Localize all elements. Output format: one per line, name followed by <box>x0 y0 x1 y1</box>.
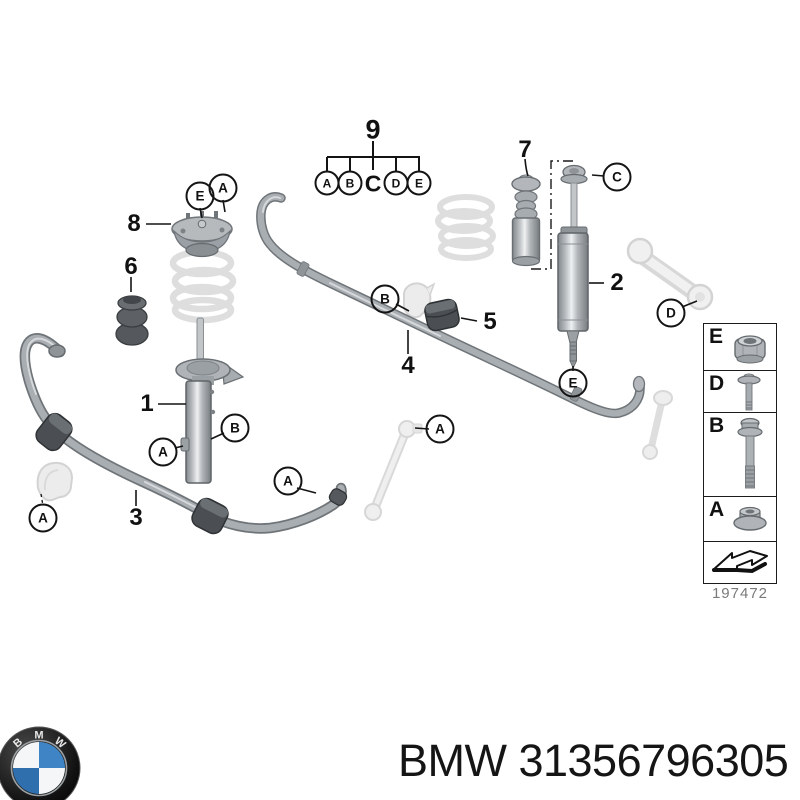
control-arm-ghost <box>626 237 714 311</box>
legend-letter-b: B <box>709 414 725 437</box>
shock-absorber <box>557 164 589 369</box>
strut-mount <box>171 211 233 258</box>
legend-row-e: E <box>704 324 776 371</box>
callout-a-strut: A <box>148 437 178 467</box>
suspension-diagram-image <box>19 141 714 535</box>
stud-bolt-icon <box>737 373 761 411</box>
bar-end-bushing <box>328 488 348 506</box>
flange-bolt-icon <box>737 417 763 489</box>
legend-row-arrow <box>704 542 776 581</box>
front-strut <box>175 317 245 484</box>
callout-d-arm: D <box>656 298 686 328</box>
bump-stop <box>115 295 149 346</box>
callout-a-link: A <box>425 414 455 444</box>
front-spring-ghost <box>169 248 237 324</box>
part-label-9: 9 <box>365 114 381 145</box>
legend-letter-a: A <box>709 498 725 521</box>
callout-a-tree: A <box>314 170 340 196</box>
bushing-clamp-2 <box>191 497 229 535</box>
bushing-clamp-1 <box>35 412 73 452</box>
roundel-letter-m: M <box>34 730 43 742</box>
callout-d-tree: D <box>383 170 409 196</box>
legend-letter-e: E <box>709 325 724 348</box>
callout-tree-lines <box>326 141 420 171</box>
callout-b-tree: B <box>337 170 363 196</box>
part-label-2: 2 <box>610 269 624 296</box>
callout-b-strut: B <box>220 413 250 443</box>
bracket-ghost-mid <box>403 282 436 319</box>
part-number-title: BMW 31356796305 <box>398 735 789 786</box>
bmw-roundel-icon: B M W <box>0 726 81 800</box>
dust-boot <box>511 174 541 267</box>
callout-e-shock: E <box>558 368 588 398</box>
part-label-8: 8 <box>127 210 141 237</box>
callout-c-shock-nut: C <box>602 162 632 192</box>
part-label-1: 1 <box>140 390 154 417</box>
leader-lines <box>40 158 698 507</box>
callout-c-tree: C <box>364 170 382 197</box>
part-label-5: 5 <box>483 308 497 335</box>
callout-a-mount: A <box>208 173 238 203</box>
legend-row-b: B <box>704 413 776 497</box>
part-label-4: 4 <box>401 352 415 379</box>
collar-nut-icon <box>734 335 766 364</box>
callout-e-tree: E <box>406 170 432 196</box>
part-label-3: 3 <box>129 504 143 531</box>
rear-spring-ghost <box>435 194 496 261</box>
front-stabilizer-bar <box>19 333 347 534</box>
callout-a-bar-end: A <box>273 466 303 496</box>
rear-link-ghost <box>642 390 673 460</box>
flange-nut-icon <box>733 506 767 531</box>
part-label-7: 7 <box>518 136 532 163</box>
legend-row-a: A <box>704 497 776 542</box>
front-link-ghost <box>364 420 423 521</box>
fastener-legend-table: E D B <box>703 323 777 584</box>
legend-letter-d: D <box>709 372 725 395</box>
kit-bracket-line <box>528 160 573 270</box>
rear-stabilizer-bar <box>256 192 646 419</box>
callout-b-rear-bracket: B <box>370 284 400 314</box>
bracket-ghost-left <box>36 461 74 502</box>
callout-a-bracket: A <box>28 503 58 533</box>
stabilizer-bushing <box>424 298 460 332</box>
part-label-6: 6 <box>124 253 138 280</box>
direction-arrow-icon <box>712 550 768 574</box>
legend-row-d: D <box>704 371 776 413</box>
diagram-code: 197472 <box>711 585 769 602</box>
